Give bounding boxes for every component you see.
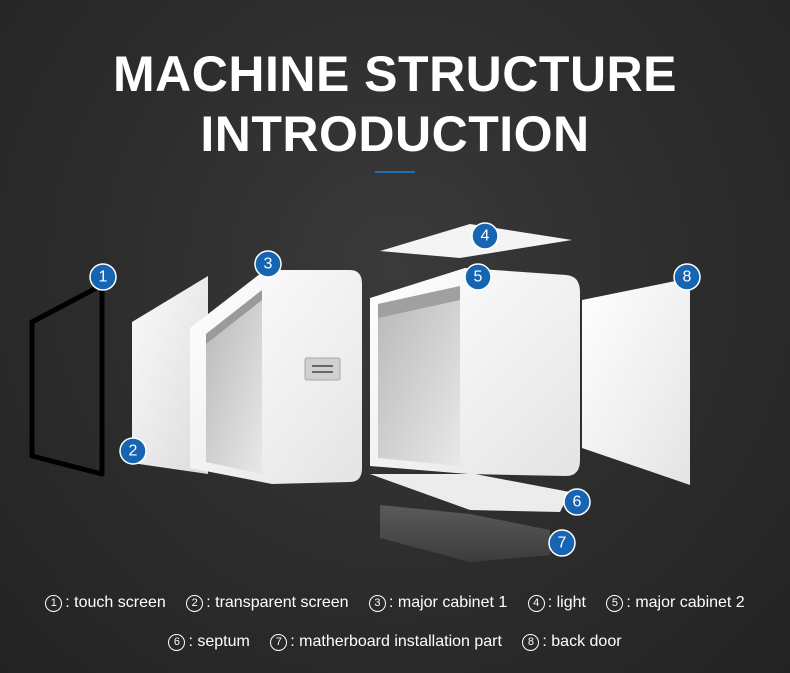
svg-text:5: 5 <box>474 269 483 286</box>
badge-5: 5 <box>464 263 492 291</box>
legend-item-touch-screen: 1: touch screen <box>45 594 166 612</box>
back-door-part <box>582 278 690 485</box>
svg-text:8: 8 <box>683 269 692 286</box>
svg-text:3: 3 <box>264 256 273 273</box>
badge-2: 2 <box>119 437 147 465</box>
svg-text:6: 6 <box>573 494 582 511</box>
legend-item-major-cabinet-2: 5: major cabinet 2 <box>606 594 745 612</box>
page-title-line-1: MACHINE STRUCTURE <box>112 46 678 102</box>
legend-row-2: 6: septum 7: matherboard installation pa… <box>0 633 790 651</box>
svg-text:1: 1 <box>99 269 108 286</box>
legend-row-1: 1: touch screen 2: transparent screen 3:… <box>0 594 790 612</box>
legend-item-matherboard-installation-part: 7: matherboard installation part <box>270 633 502 651</box>
legend-item-back-door: 8: back door <box>522 633 622 651</box>
septum-part <box>370 474 570 512</box>
badge-7: 7 <box>548 529 576 557</box>
major-cabinet-1-part <box>190 270 362 484</box>
badge-3: 3 <box>254 250 282 278</box>
legend-item-major-cabinet-1: 3: major cabinet 1 <box>368 594 507 612</box>
legend-item-septum: 6: septum <box>168 633 250 651</box>
badge-1: 1 <box>89 263 117 291</box>
legend-item-transparent-screen: 2: transparent screen <box>186 594 349 612</box>
svg-text:4: 4 <box>481 228 490 245</box>
badge-4: 4 <box>471 222 499 250</box>
badge-6: 6 <box>563 488 591 516</box>
transparent-screen-part <box>132 276 208 474</box>
touch-screen-part <box>29 282 105 477</box>
title-divider <box>375 171 415 173</box>
svg-text:7: 7 <box>558 535 567 552</box>
page-title-line-2: INTRODUCTION <box>200 106 590 162</box>
legend-item-light: 4: light <box>527 594 586 612</box>
major-cabinet-2-part <box>370 268 580 476</box>
badge-8: 8 <box>673 263 701 291</box>
motherboard-installation-part <box>380 505 550 562</box>
svg-text:2: 2 <box>129 443 138 460</box>
